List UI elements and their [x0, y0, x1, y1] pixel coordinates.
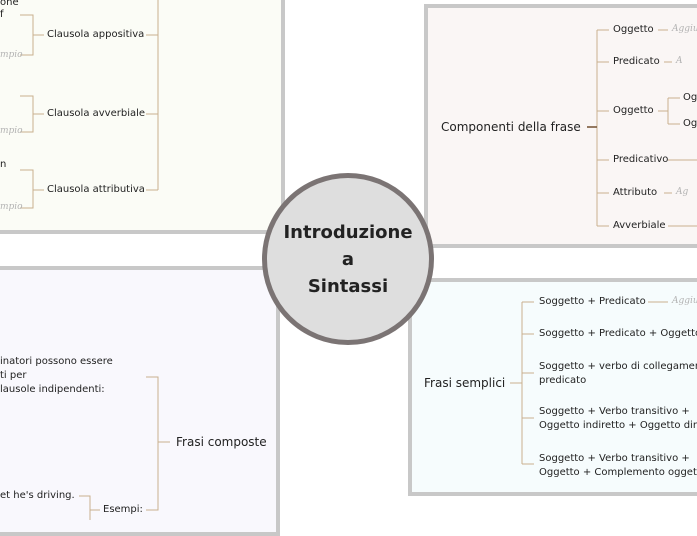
esempio-label-1: mpio: [0, 50, 23, 60]
node-soggetto-verbo-transitivo-2a[interactable]: Soggetto + Verbo transitivo +: [539, 453, 690, 464]
node-componenti-della-frase[interactable]: Componenti della frase: [441, 120, 581, 134]
node-sub-oggetto-2[interactable]: Ogg: [683, 118, 697, 129]
node-clausola-avverbiale[interactable]: Clausola avverbiale: [47, 108, 146, 119]
node-clausola-attributiva[interactable]: Clausola attributiva: [47, 184, 145, 195]
add-label-4: Aggiu: [672, 296, 697, 306]
text-line-1: inatori possono essere: [0, 356, 113, 367]
node-avverbiale[interactable]: Avverbiale: [613, 220, 666, 231]
node-predicato[interactable]: Predicato: [613, 56, 660, 67]
text-line-2: ti per: [0, 370, 27, 381]
esempio-label-3: mpio: [0, 202, 23, 212]
node-clausola-appositiva[interactable]: Clausola appositiva: [47, 29, 145, 40]
example-text: et he's driving.: [0, 490, 75, 501]
text-line-3: lausole indipendenti:: [0, 384, 105, 395]
add-label-1: Aggiu: [672, 24, 697, 34]
node-esempi[interactable]: Esempi:: [103, 504, 143, 515]
central-topic[interactable]: Introduzione a Sintassi: [262, 173, 434, 345]
node-soggetto-verbo-transitivo-2b[interactable]: Oggetto + Complemento oggetto: [539, 467, 697, 478]
cut-text-3: n: [0, 159, 7, 170]
node-sub-oggetto-1[interactable]: Ogg: [683, 92, 697, 103]
panel-clauses: [0, 0, 285, 234]
add-label-3: Ag: [676, 187, 689, 197]
panel-sentence-components: [424, 4, 697, 248]
node-soggetto-verbo-transitivo-1b[interactable]: Oggetto indiretto + Oggetto dire: [539, 420, 697, 431]
node-soggetto-verbo-collegamento-2[interactable]: predicato: [539, 375, 587, 386]
node-oggetto-1[interactable]: Oggetto: [613, 24, 654, 35]
node-oggetto-2[interactable]: Oggetto: [613, 105, 654, 116]
add-label-2: A: [676, 56, 683, 66]
cut-text-2: f: [0, 9, 4, 20]
panel-compound-sentences: [0, 266, 280, 536]
esempio-label-2: mpio: [0, 126, 23, 136]
panel-simple-sentences: [408, 278, 697, 496]
cut-text-1: one: [0, 0, 19, 8]
node-frasi-semplici[interactable]: Frasi semplici: [424, 376, 506, 390]
node-soggetto-predicato[interactable]: Soggetto + Predicato: [539, 296, 646, 307]
node-frasi-composte[interactable]: Frasi composte: [176, 435, 267, 449]
node-soggetto-verbo-transitivo-1a[interactable]: Soggetto + Verbo transitivo +: [539, 406, 690, 417]
node-soggetto-verbo-collegamento-1[interactable]: Soggetto + verbo di collegament: [539, 361, 697, 372]
node-attributo[interactable]: Attributo: [613, 187, 658, 198]
node-soggetto-predicato-oggetto[interactable]: Soggetto + Predicato + Oggetto: [539, 328, 697, 339]
node-predicativo[interactable]: Predicativo: [613, 154, 669, 165]
central-topic-text: Introduzione a Sintassi: [283, 221, 413, 297]
